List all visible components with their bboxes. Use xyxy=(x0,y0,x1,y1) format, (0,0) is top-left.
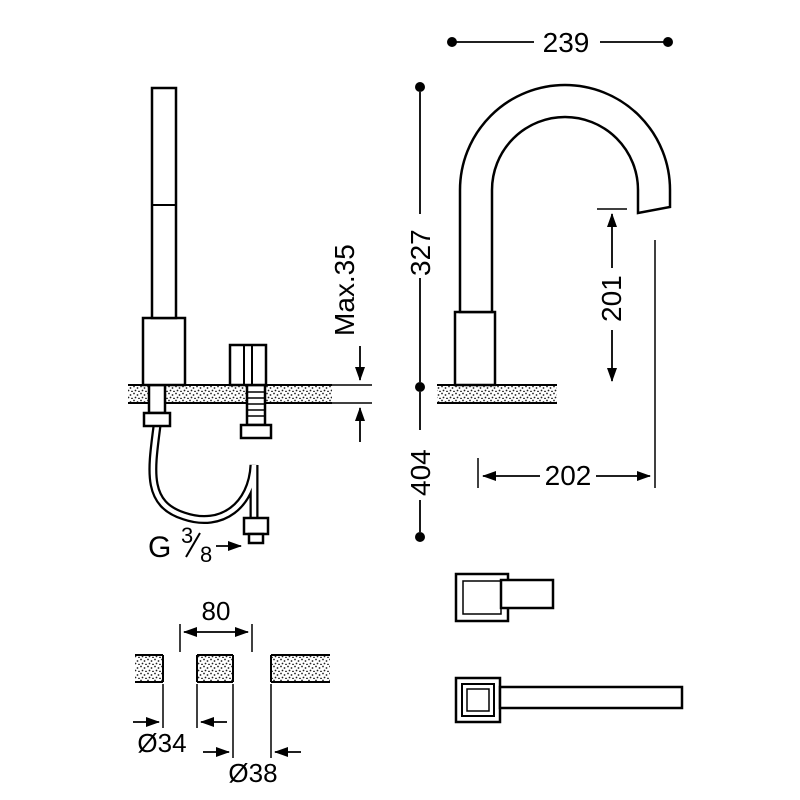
dim-239-label: 239 xyxy=(543,27,590,58)
dim-endpoint-dot xyxy=(415,82,425,92)
handle-lever-short xyxy=(499,578,555,610)
spout-shank xyxy=(147,383,167,415)
dim-endpoint-dot xyxy=(447,37,457,47)
side-view-faucet xyxy=(141,86,268,387)
dim-max35-label: Max.35 xyxy=(329,244,360,336)
dim-d34-label: Ø34 xyxy=(137,728,186,758)
dim-202-label: 202 xyxy=(545,460,592,491)
hole-38-gap xyxy=(233,653,271,684)
dim-max35-group: Max.35 xyxy=(329,244,372,442)
dim-80-label: 80 xyxy=(202,596,231,626)
thread-denominator-label: 8 xyxy=(200,542,212,567)
handle-escutcheon xyxy=(454,572,510,623)
hose-end-fitting xyxy=(242,516,270,536)
countertop-section xyxy=(437,385,557,403)
dim-endpoint-dot xyxy=(663,37,673,47)
dim-404-label: 404 xyxy=(405,449,436,496)
handle-escutcheon-inner xyxy=(461,683,495,717)
hose-end-nipple xyxy=(247,532,265,545)
spout-base xyxy=(453,310,497,387)
front-view-deck xyxy=(437,384,557,404)
handle-hub xyxy=(466,688,490,712)
handle-escutcheon xyxy=(454,676,502,724)
handle-side-detail xyxy=(454,572,555,623)
dim-201-group: 201 xyxy=(596,208,627,382)
side-view-plumbing xyxy=(142,383,273,545)
dim-327-label: 327 xyxy=(405,229,436,276)
dim-239-group: 239 xyxy=(447,27,673,58)
hole-section-view xyxy=(135,653,330,684)
thread-g-label: G xyxy=(148,531,171,564)
handle-top-detail xyxy=(454,676,684,724)
fraction-slash xyxy=(185,532,201,558)
thread-numerator-label: 3 xyxy=(181,523,193,548)
countertop-section xyxy=(128,385,332,403)
flexible-hose-inner xyxy=(150,423,257,523)
thread-callout-group: G 3 8 xyxy=(148,523,242,567)
dim-vertical-group: 327 404 xyxy=(405,82,436,542)
hole-34-gap xyxy=(163,653,197,684)
front-view-faucet xyxy=(453,83,672,387)
handle-lever-long xyxy=(498,685,684,710)
spout-fixing-nut xyxy=(142,411,172,428)
dim-80-group: 80 xyxy=(179,596,253,652)
dim-202-group: 202 xyxy=(477,240,656,491)
gooseneck-spout xyxy=(458,83,672,314)
spout-column xyxy=(150,86,178,320)
dim-d34-group: Ø34 xyxy=(133,684,227,758)
handle-side xyxy=(228,343,268,387)
dim-endpoint-dot xyxy=(415,532,425,542)
spout-body-base xyxy=(141,316,187,387)
valve-fixing-nut xyxy=(239,423,273,440)
dim-d38-label: Ø38 xyxy=(228,758,277,788)
dim-d38-group: Ø38 xyxy=(203,684,301,788)
dim-201-label: 201 xyxy=(596,275,627,322)
valve-threaded-shank xyxy=(245,383,267,427)
dim-endpoint-dot xyxy=(415,382,425,392)
